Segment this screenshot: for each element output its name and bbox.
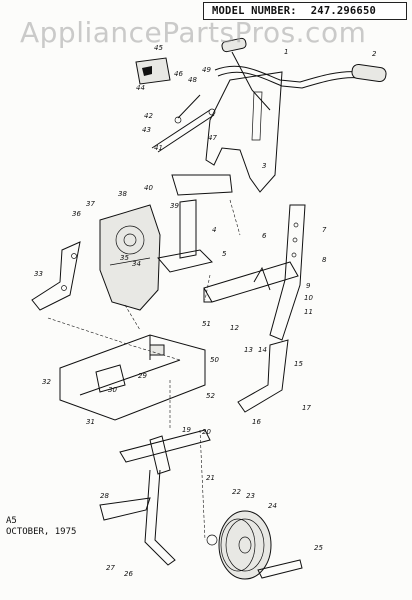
watermark-text: AppliancePartsPros.com [20,16,367,49]
callout-38: 38 [118,190,127,198]
frame [59,334,206,421]
callout-48: 48 [188,76,197,84]
footer-line-1: A5 [6,516,17,526]
callout-40: 40 [144,184,153,192]
callout-11: 11 [304,308,313,316]
callout-52: 52 [206,392,215,400]
callout-37: 37 [86,200,95,208]
callout-29: 29 [138,372,147,380]
callout-51: 51 [202,320,211,328]
callout-20: 20 [202,428,211,436]
callout-6: 6 [262,232,267,240]
handle-assembly [214,37,387,111]
shield-plate [99,204,161,311]
right-strap [237,339,289,413]
callout-5: 5 [222,250,227,258]
handle-bracket [171,71,283,196]
callout-2: 2 [372,50,377,58]
right-upright [269,204,306,341]
callout-3: 3 [262,162,266,170]
callout-49: 49 [202,66,211,74]
depth-bar [99,429,211,566]
callout-19: 19 [182,426,191,434]
callout-42: 42 [144,112,153,120]
callout-34: 34 [132,260,141,268]
callout-47: 47 [208,134,217,142]
callout-36: 36 [72,210,81,218]
model-number-box: MODEL NUMBER: 247.296650 [203,2,407,20]
footer-line-2: OCTOBER, 1975 [6,527,77,537]
callout-9: 9 [306,282,311,290]
callout-44: 44 [136,84,145,92]
callout-46: 46 [174,70,183,78]
callout-8: 8 [322,256,327,264]
axle-tube [203,261,299,303]
callout-50: 50 [210,356,219,364]
callout-17: 17 [302,404,311,412]
callout-32: 32 [42,378,51,386]
callout-31: 31 [86,418,95,426]
callout-10: 10 [304,294,313,302]
callout-41: 41 [154,144,163,152]
footer-note: A5 OCTOBER, 1975 [6,516,76,538]
callout-39: 39 [170,202,179,210]
callout-21: 21 [206,474,215,482]
callout-4: 4 [212,226,216,234]
callout-22: 22 [232,488,241,496]
callout-16: 16 [252,418,261,426]
control-knob [135,57,171,85]
callout-7: 7 [322,226,327,234]
callout-25: 25 [314,544,323,552]
callout-30: 30 [108,386,117,394]
callout-33: 33 [34,270,43,278]
lever-rod [151,94,216,153]
callout-12: 12 [230,324,239,332]
center-plate [157,199,213,273]
callout-23: 23 [246,492,255,500]
model-number-value: 247.296650 [310,5,376,17]
callout-43: 43 [142,126,151,134]
callout-27: 27 [106,564,115,572]
model-number-label: MODEL NUMBER: [212,5,297,17]
callout-24: 24 [268,502,277,510]
side-strap [31,241,81,311]
callout-1: 1 [284,48,288,56]
callout-28: 28 [100,492,109,500]
callout-35: 35 [120,254,129,262]
callout-45: 45 [154,44,163,52]
callout-26: 26 [124,570,133,578]
leader-lines [47,199,241,541]
callout-13: 13 [244,346,253,354]
wheel [206,510,303,580]
callout-15: 15 [294,360,303,368]
callout-14: 14 [258,346,267,354]
